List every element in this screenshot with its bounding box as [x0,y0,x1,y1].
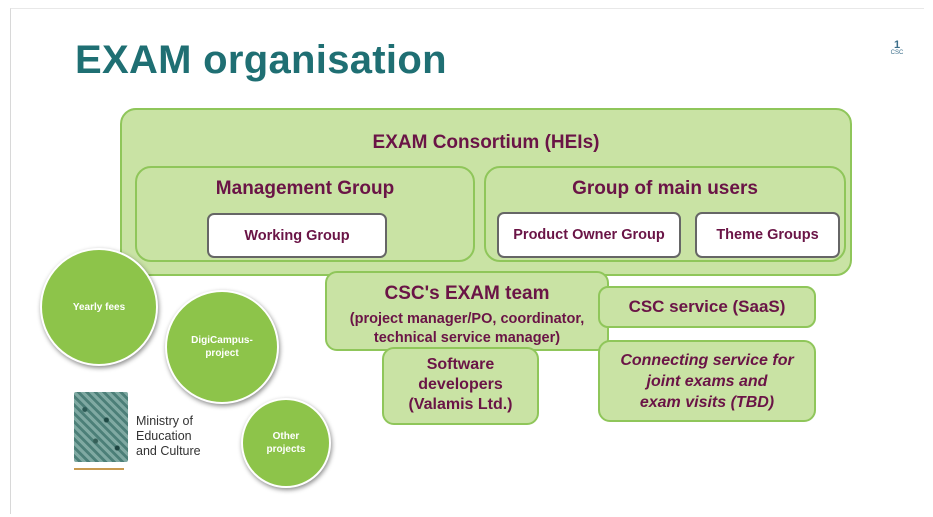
page-title: EXAM organisation [75,38,447,82]
ministry-underline [74,468,124,470]
ministry-name-line: and Culture [136,444,201,458]
csc-team-label: CSC's EXAM team [384,283,550,304]
connecting-service-line: joint exams and [646,373,768,390]
product-owner-group-box: Product Owner Group [497,212,681,258]
software-developers-box: Software developers (Valamis Ltd.) [382,347,539,425]
csc-team-box: CSC's EXAM team (project manager/PO, coo… [325,271,609,351]
consortium-label: EXAM Consortium (HEIs) [372,132,600,153]
yearly-fees-circle: Yearly fees [40,248,158,366]
other-projects-circle: Other projects [241,398,331,488]
ministry-name-line: Ministry of [136,414,193,428]
connecting-service-line: Connecting service for [620,352,794,369]
other-projects-label: projects [266,444,306,455]
ministry-name-line: Education [136,429,192,443]
theme-groups-box: Theme Groups [695,212,840,258]
csc-team-roles: (project manager/PO, coordinator, techni… [349,311,585,346]
ministry-name: Ministry of Education and Culture [136,414,226,459]
yearly-fees-label: Yearly fees [72,301,126,313]
digicampus-label: DigiCampus- [191,335,253,346]
software-developers-line: Software [426,356,495,373]
csc-logo: 1 CSC [886,39,908,57]
other-projects-label: Other [272,431,300,442]
software-developers-line: (Valamis Ltd.) [408,396,513,413]
digicampus-label: project [205,348,239,359]
connecting-service-box: Connecting service for joint exams and e… [598,340,816,422]
main-users-label: Group of main users [572,178,758,199]
ministry-emblem-icon [74,392,128,462]
csc-logo-mark: 1 [893,39,901,51]
csc-service-box: CSC service (SaaS) [598,286,816,328]
csc-logo-text: CSC [890,50,904,56]
digicampus-circle: DigiCampus- project [165,290,279,404]
working-group-box: Working Group [207,213,387,258]
connecting-service-line: exam visits (TBD) [639,394,775,411]
management-group-label: Management Group [215,178,395,199]
software-developers-line: developers [418,376,503,393]
